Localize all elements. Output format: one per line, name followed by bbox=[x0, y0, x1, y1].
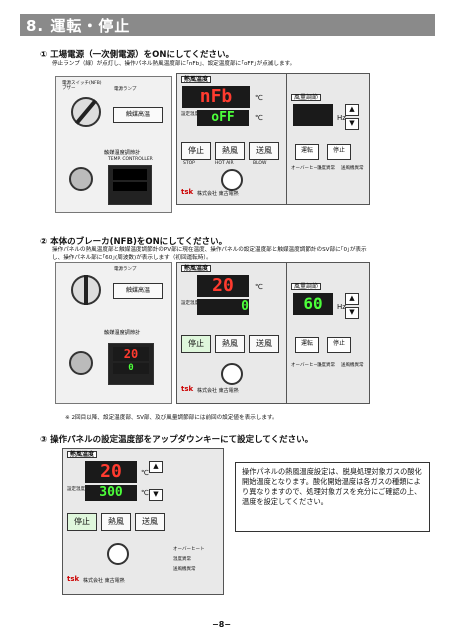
stop-button-1[interactable]: 停止 bbox=[181, 142, 211, 160]
callout-text: 操作パネルの熱風温度設定は、脱臭処理対象ガスの酸化開始温度となります。酸化開始温… bbox=[242, 467, 422, 506]
stop-button-2[interactable]: 停止 bbox=[181, 335, 211, 353]
deg-label-3b: ℃ bbox=[141, 489, 149, 497]
set-temp-label-1: 設定温度 bbox=[181, 112, 199, 117]
control-panel-2: 熱風温度 20 ℃ 設定温度 0 停止 熱風 送風 tsk 株式会社 東古電熱 bbox=[176, 262, 288, 404]
blow-button-3[interactable]: 送風 bbox=[135, 513, 165, 531]
control-panel-1: 熱風温度 nFb ℃ 設定温度 oFF ℃ 停止 熱風 送風 STOP HOT … bbox=[176, 73, 288, 205]
blow-button-1[interactable]: 送風 bbox=[249, 142, 279, 160]
breaker-knob-1[interactable] bbox=[71, 97, 101, 127]
step-3-title: ③ 操作パネルの設定温度部をアップダウンキーにて設定してください。 bbox=[40, 435, 314, 445]
set-temp-label-3: 設定温度 bbox=[67, 487, 85, 492]
hot-button-3[interactable]: 熱風 bbox=[101, 513, 131, 531]
stop-en-1: STOP bbox=[183, 161, 195, 166]
run-key-1[interactable]: 運転 bbox=[295, 144, 319, 160]
section-header: 8. 運転・停止 bbox=[20, 14, 435, 36]
step-1-note: 停止ランプ（緑）が点灯し、操作パネル熱風温度部に｢nFb｣、設定温度部に｢oFF… bbox=[52, 61, 296, 67]
temp-abn-label-2: 温度異常 bbox=[317, 363, 335, 368]
callout-box: 操作パネルの熱風温度設定は、脱臭処理対象ガスの酸化開始温度となります。酸化開始温… bbox=[235, 462, 430, 532]
power-lamp-label-2: 電源ランプ bbox=[114, 267, 137, 272]
blow-en-1: BLOW bbox=[253, 161, 267, 166]
temp-controller-2: 20 0 bbox=[108, 343, 154, 385]
company-name-1: 株式会社 東古電熱 bbox=[197, 191, 239, 197]
hot-temp-title-1: 熱風温度 bbox=[181, 76, 212, 83]
down-key-3[interactable]: ▼ bbox=[149, 489, 163, 501]
blow-button-2[interactable]: 送風 bbox=[249, 335, 279, 353]
buzzer-knob-2[interactable] bbox=[69, 351, 93, 375]
hot-temp-display-2: 20 bbox=[197, 275, 249, 297]
blower-abn-label-3: 送風機異常 bbox=[173, 567, 196, 572]
step-2-title: ② 本体のブレーカ(NFB)をONにしてください。 bbox=[40, 237, 228, 247]
down-key-1[interactable]: ▼ bbox=[345, 118, 359, 130]
airflow-display-2: 60 bbox=[293, 293, 333, 315]
deg-label-1a: ℃ bbox=[255, 94, 263, 102]
temp-abn-label-1: 温度異常 bbox=[317, 166, 335, 171]
overheat-label-1: オーバーヒート bbox=[291, 166, 323, 171]
deg-label-1b: ℃ bbox=[255, 114, 263, 122]
breaker-knob-2[interactable] bbox=[71, 275, 101, 305]
deg-label-2a: ℃ bbox=[255, 283, 263, 291]
hz-label-2: Hz bbox=[337, 303, 346, 311]
blower-abn-label-2: 送風機異常 bbox=[341, 363, 364, 368]
overheat-label-2: オーバーヒート bbox=[291, 363, 323, 368]
power-lamp-label: 電源ランプ bbox=[114, 87, 137, 92]
down-key-2[interactable]: ▼ bbox=[345, 307, 359, 319]
airflow-title-1: 風量調節 bbox=[291, 94, 322, 101]
control-panel-2-right: 風量調節 60 Hz ▲ ▼ 運転 停止 オーバーヒート 温度異常 送風機異常 bbox=[286, 262, 370, 404]
control-panel-1-right: 風量調節 Hz ▲ ▼ 運転 停止 オーバーヒート 温度異常 送風機異常 bbox=[286, 73, 370, 205]
overheat-label-3: オーバーヒート bbox=[173, 547, 205, 552]
catalyst-high-lamp-1: 触媒高温 bbox=[113, 107, 163, 123]
tsk-logo-1: tsk bbox=[181, 188, 194, 196]
company-name-2: 株式会社 東古電熱 bbox=[197, 388, 239, 394]
deg-label-3a: ℃ bbox=[141, 469, 149, 477]
step-1-title: ① 工場電源（一次側電源）をONにしてください。 bbox=[40, 50, 235, 60]
set-temp-display-1: oFF bbox=[197, 110, 249, 126]
hot-button-1[interactable]: 熱風 bbox=[215, 142, 245, 160]
up-key-3[interactable]: ▲ bbox=[149, 461, 163, 473]
mode-knob-2[interactable] bbox=[221, 363, 243, 385]
hot-temp-display-1: nFb bbox=[182, 86, 250, 108]
hot-temp-title-3: 熱風温度 bbox=[67, 451, 98, 458]
catalyst-title-1: 触媒温度調節計 bbox=[104, 150, 141, 156]
controller-pv-2: 20 bbox=[113, 347, 149, 361]
tsk-logo-3: tsk bbox=[67, 575, 80, 583]
breaker-box-1: 電源スイッチ(NFB)ブザー 電源ランプ 触媒高温 触媒温度調節計 TEMP. … bbox=[55, 76, 172, 213]
blower-abn-label-1: 送風機異常 bbox=[341, 166, 364, 171]
run-key-2[interactable]: 運転 bbox=[295, 337, 319, 353]
breaker-box-2: 電源ランプ 触媒高温 触媒温度調節計 20 0 bbox=[55, 262, 172, 404]
airflow-title-2: 風量調節 bbox=[291, 283, 322, 290]
hz-label-1: Hz bbox=[337, 114, 346, 122]
section-title: 8. 運転・停止 bbox=[26, 17, 131, 35]
control-panel-3: 熱風温度 20 ℃ 設定温度 300 ℃ ▲ ▼ 停止 熱風 送風 tsk 株式… bbox=[62, 448, 224, 595]
up-key-1[interactable]: ▲ bbox=[345, 104, 359, 116]
footnote: ※ 2回目以降、設定温度部、SV部、及び風量調節部には前回の設定値を表示します。 bbox=[65, 415, 278, 421]
breaker-label: 電源スイッチ(NFB)ブザー bbox=[62, 81, 102, 91]
step-2-note: 操作パネルの熱風温度部と触媒温度調節計のPV部に現在温度、操作パネルの設定温度部… bbox=[52, 247, 367, 261]
hot-temp-title-2: 熱風温度 bbox=[181, 265, 212, 272]
catalyst-high-lamp-2: 触媒高温 bbox=[113, 283, 163, 299]
stop-button-3[interactable]: 停止 bbox=[67, 513, 97, 531]
mode-knob-1[interactable] bbox=[221, 169, 243, 191]
page-number: −8− bbox=[212, 620, 231, 629]
set-temp-display-3: 300 bbox=[85, 485, 137, 501]
hot-en-1: HOT AIR bbox=[215, 161, 234, 166]
stop-key-1[interactable]: 停止 bbox=[327, 144, 351, 160]
catalyst-title-en-1: TEMP. CONTROLLER bbox=[108, 157, 153, 162]
up-key-2[interactable]: ▲ bbox=[345, 293, 359, 305]
temp-controller-1 bbox=[108, 165, 152, 205]
tsk-logo-2: tsk bbox=[181, 385, 194, 393]
stop-key-2[interactable]: 停止 bbox=[327, 337, 351, 353]
catalyst-title-2: 触媒温度調節計 bbox=[104, 330, 141, 336]
buzzer-knob-1[interactable] bbox=[69, 167, 93, 191]
controller-sv-2: 0 bbox=[113, 363, 149, 374]
airflow-display-1 bbox=[293, 104, 333, 126]
mode-knob-3[interactable] bbox=[107, 543, 129, 565]
hot-button-2[interactable]: 熱風 bbox=[215, 335, 245, 353]
set-temp-display-2: 0 bbox=[197, 299, 249, 315]
temp-abn-label-3: 温度異常 bbox=[173, 557, 191, 562]
company-name-3: 株式会社 東古電熱 bbox=[83, 578, 125, 584]
set-temp-label-2: 設定温度 bbox=[181, 301, 199, 306]
hot-temp-display-3: 20 bbox=[85, 461, 137, 483]
